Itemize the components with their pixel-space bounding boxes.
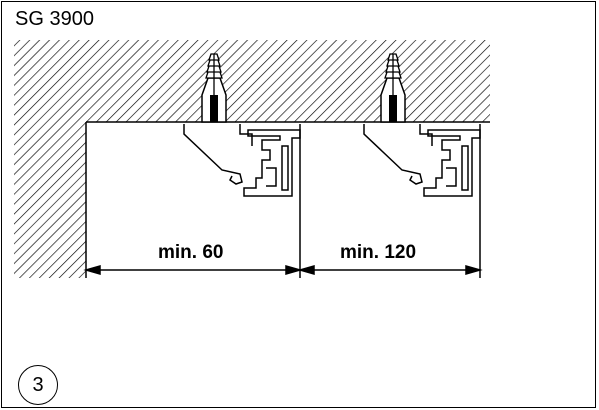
ceiling-wall <box>14 40 490 278</box>
anchor-left <box>201 53 227 123</box>
dimension-line <box>83 265 483 275</box>
dimension-label-left: min. 60 <box>158 242 223 263</box>
dimension-label-right: min. 120 <box>340 242 416 263</box>
anchor-right <box>380 53 406 123</box>
bracket-profile-left <box>183 124 301 278</box>
product-title: SG 3900 <box>15 8 94 30</box>
bracket-profile-right <box>363 124 481 278</box>
step-number-badge: 3 <box>18 365 58 405</box>
